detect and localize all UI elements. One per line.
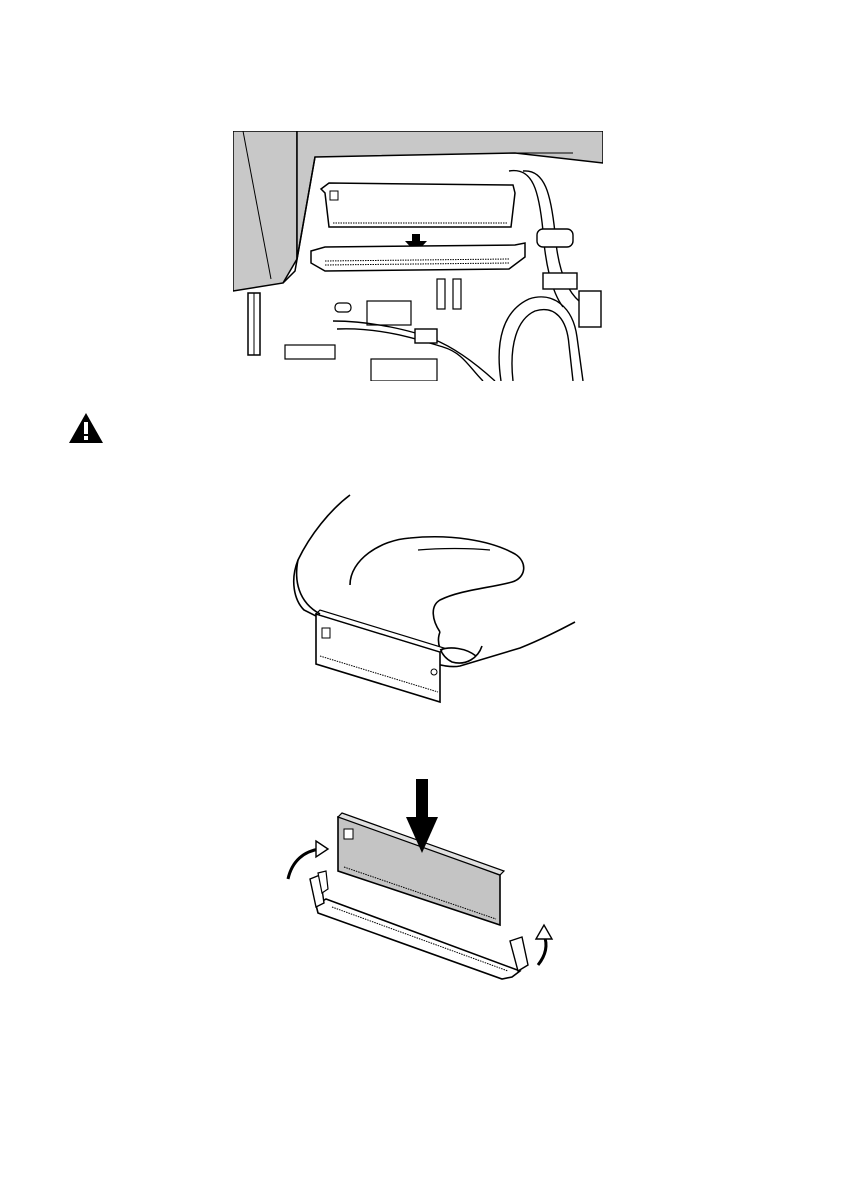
figure-install-in-chassis bbox=[233, 131, 603, 381]
figure-insert-module-slot bbox=[282, 775, 562, 985]
warning-triangle-icon bbox=[68, 412, 104, 444]
figure-hold-module bbox=[290, 490, 580, 705]
